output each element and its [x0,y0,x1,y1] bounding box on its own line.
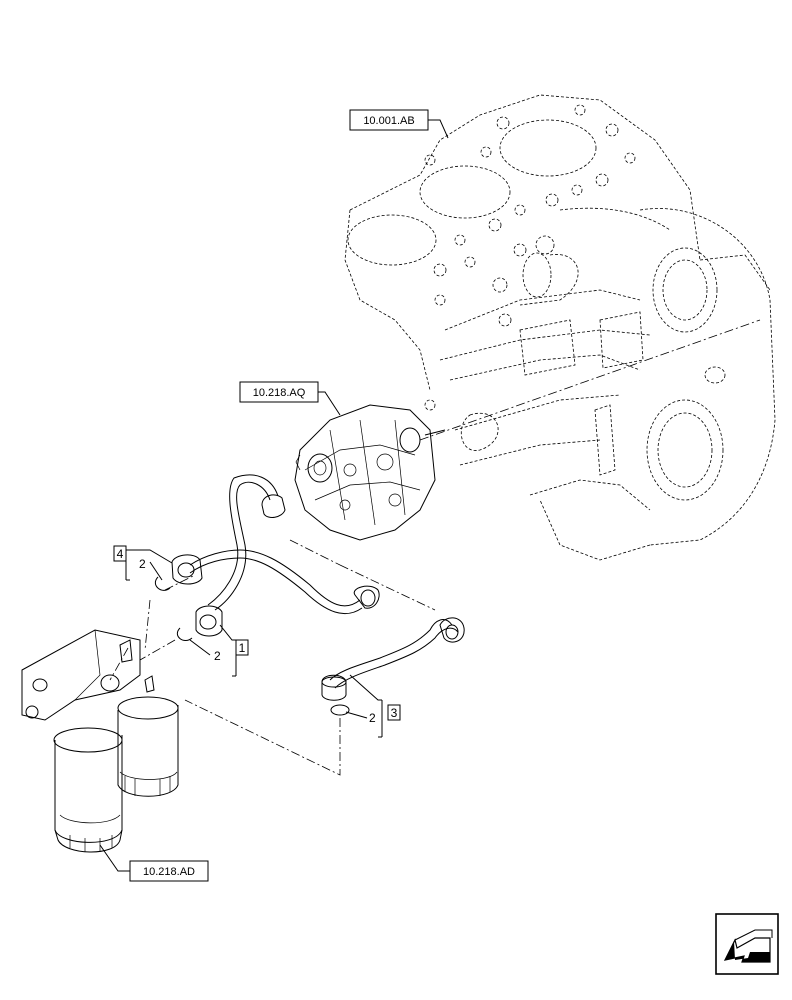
reference-fuel-filter-label: 10.218.AD [143,866,195,878]
leader-lines [99,119,449,872]
callout-item-3[interactable]: 3 [387,704,401,721]
reference-engine-block-label: 10.001.AB [363,115,414,127]
fuel-filter-drawing [21,629,179,853]
injection-pump-drawing [261,404,446,541]
engine-block-drawing [344,94,776,561]
callout-item-1[interactable]: 1 [235,639,249,656]
callout-item-2-c: 2 [369,711,376,725]
arrow-icon[interactable] [715,913,779,975]
assembly-lines [109,539,436,776]
callout-item-2-b: 2 [214,649,221,663]
reference-injection-pump-label: 10.218.AQ [253,387,306,399]
callout-item-3-label: 3 [391,706,398,720]
callout-item-2-a: 2 [139,557,146,571]
callout-item-4-label: 4 [117,547,124,561]
callout-item-4[interactable]: 4 [113,545,127,562]
callout-item-1-label: 1 [239,641,246,655]
fuel-lines-drawing [154,474,465,716]
reference-fuel-filter[interactable]: 10.218.AD [129,860,209,882]
reference-engine-block[interactable]: 10.001.AB [349,109,429,131]
reference-injection-pump[interactable]: 10.218.AQ [239,381,319,403]
